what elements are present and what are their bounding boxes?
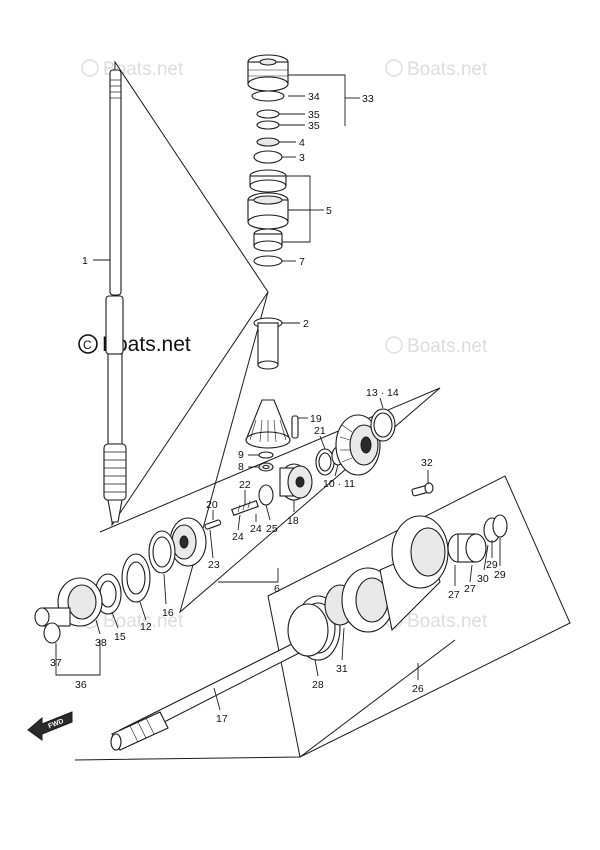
label-7: 7 <box>299 256 305 268</box>
svg-text:Boats.net: Boats.net <box>102 333 191 356</box>
spring-pin-22-24 <box>231 500 259 516</box>
label-30: 30 <box>477 573 489 585</box>
bearing-case-38 <box>34 577 103 627</box>
drive-shaft <box>103 69 127 523</box>
label-29b: 29 <box>494 569 506 581</box>
leader-lines <box>55 74 501 711</box>
washer-12 <box>121 553 151 603</box>
nut-8 <box>258 462 274 472</box>
o-ring-28 <box>287 603 329 657</box>
bearing-27 <box>447 533 487 563</box>
label-31: 31 <box>336 663 348 675</box>
label-35a: 35 <box>308 109 320 121</box>
label-23: 23 <box>208 559 220 571</box>
bearing-housing-5 <box>247 192 289 230</box>
label-17: 17 <box>216 713 228 725</box>
bearing-upper <box>249 169 287 193</box>
circlip-21 <box>315 448 335 476</box>
thrust-bearing-16 <box>148 530 176 574</box>
svg-text:Boats.net: Boats.net <box>103 611 184 632</box>
pinion-gear <box>245 399 291 449</box>
ring-25 <box>258 484 274 506</box>
shim-13-14 <box>370 408 396 442</box>
washer-9 <box>258 451 274 459</box>
label-6: 6 <box>274 583 280 595</box>
bolt-32 <box>411 482 434 497</box>
label-37: 37 <box>50 657 62 669</box>
label-3: 3 <box>299 152 305 164</box>
label-35b: 35 <box>308 120 320 132</box>
bearing-lower <box>253 228 283 252</box>
label-15: 15 <box>114 631 126 643</box>
svg-text:Boats.net: Boats.net <box>407 336 488 357</box>
label-38: 38 <box>95 637 107 649</box>
oil-seal-35-upper <box>256 109 280 119</box>
svg-text:Boats.net: Boats.net <box>407 611 488 632</box>
washer-29-30 <box>483 514 508 543</box>
label-16: 16 <box>162 607 174 619</box>
frame-upper-shaft-group <box>111 60 269 527</box>
circlip-7 <box>253 255 283 267</box>
label-34: 34 <box>308 91 320 103</box>
label-8: 8 <box>238 461 244 473</box>
label-21: 21 <box>314 425 326 437</box>
watermark-top-right: Boats.net <box>385 59 488 80</box>
forward-gear <box>335 414 381 476</box>
fwd-arrow-icon: FWD <box>27 711 73 741</box>
label-24b: 24 <box>232 531 244 543</box>
part-number-labels: 1 33 34 35 35 4 3 5 7 2 13 · 14 19 21 9 … <box>50 91 506 725</box>
frame-gearcase-box <box>267 475 571 758</box>
label-20: 20 <box>206 499 218 511</box>
label-27b: 27 <box>464 583 476 595</box>
clutch-dog-18 <box>279 463 313 501</box>
label-18: 18 <box>287 515 299 527</box>
label-10-11: 10 · 11 <box>323 478 355 490</box>
label-29a: 29 <box>486 559 498 571</box>
reverse-gear <box>169 517 207 567</box>
label-27a: 27 <box>448 589 460 601</box>
watermark-top-left: Boats.net <box>81 59 184 80</box>
oil-seal-34 <box>251 90 285 102</box>
label-25: 25 <box>266 523 278 535</box>
ring-3 <box>253 150 283 164</box>
seal-37 <box>43 622 61 644</box>
svg-text:C: C <box>83 338 92 352</box>
pin-20 <box>204 519 222 530</box>
label-32: 32 <box>421 457 433 469</box>
label-1: 1 <box>82 255 88 267</box>
shaft-bushing-assembly <box>247 54 289 92</box>
label-12: 12 <box>140 621 152 633</box>
oil-seal-35-lower <box>256 120 280 130</box>
washer-4 <box>256 137 280 147</box>
label-36: 36 <box>75 679 87 691</box>
label-33: 33 <box>362 93 374 105</box>
label-5: 5 <box>326 205 332 217</box>
watermark-mid-right: Boats.net <box>385 336 488 357</box>
label-22: 22 <box>239 479 251 491</box>
label-26: 26 <box>412 683 424 695</box>
label-19: 19 <box>310 413 322 425</box>
sleeve-2 <box>253 317 283 370</box>
label-24: 24 <box>250 523 262 535</box>
propeller-shaft <box>110 627 331 751</box>
svg-text:Boats.net: Boats.net <box>407 59 488 80</box>
pin-19 <box>291 415 299 439</box>
label-9: 9 <box>238 449 244 461</box>
label-2: 2 <box>303 318 309 330</box>
frame-propshaft-guide <box>74 639 456 761</box>
label-4: 4 <box>299 137 305 149</box>
watermark-main: C Boats.net <box>78 333 191 356</box>
label-13-14: 13 · 14 <box>366 387 399 399</box>
label-28: 28 <box>312 679 324 691</box>
